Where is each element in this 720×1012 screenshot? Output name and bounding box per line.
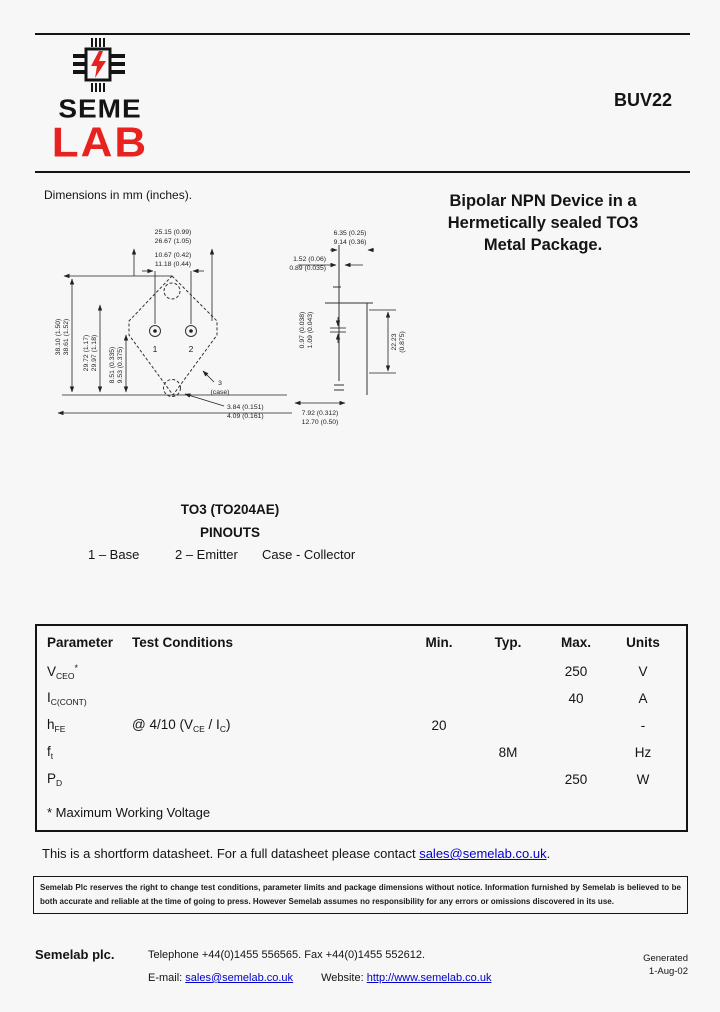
pin2-number: 2 [189, 344, 194, 354]
pinout-emitter: 2 – Emitter [175, 547, 238, 562]
spec-table: Parameter Test Conditions Min. Typ. Max.… [35, 624, 688, 832]
case-callout-number: 3 [218, 380, 222, 387]
side-dim-height-2: (0.875) [399, 331, 406, 353]
shortform-period: . [546, 846, 551, 861]
front-dim-hole-1: 3.84 (0.151) [227, 404, 264, 411]
front-dim-left-mid-2: 29.97 (1.18) [91, 335, 98, 372]
typ-ft: 8M [498, 745, 518, 760]
units-hfe: - [640, 718, 646, 733]
front-dim-top-outer-2: 26.67 (1.05) [155, 238, 192, 245]
footer-website-link[interactable]: http://www.semelab.co.uk [366, 972, 492, 984]
max-vceo: 250 [564, 664, 588, 679]
param-ic: IC(CONT) [47, 690, 87, 707]
table-row-hfe: hFE @ 4/10 (VCE / IC) 20 - [37, 712, 686, 739]
page-title: Bipolar NPN Device in a Hermetically sea… [408, 190, 678, 256]
col-units: Units [626, 634, 660, 650]
table-row-pd: PD 250 W [37, 766, 686, 793]
side-dim-pin-dia-1: 0.97 (0.038) [299, 312, 306, 349]
front-dim-top-inner-2: 11.18 (0.44) [155, 261, 191, 268]
front-dim-top-inner-1: 10.67 (0.42) [155, 252, 192, 259]
front-dim-left-inner-2: 9.53 (0.375) [117, 347, 124, 384]
table-footnote: * Maximum Working Voltage [47, 805, 211, 820]
shortform-note: This is a shortform datasheet. For a ful… [42, 846, 682, 861]
col-conditions: Test Conditions [132, 634, 233, 650]
pinout-base: 1 – Base [88, 547, 140, 562]
header-bottom-rule [35, 171, 690, 173]
max-ic: 40 [568, 691, 584, 706]
semelab-logo: SEME LAB [40, 38, 160, 163]
footer-company-name: Semelab plc. [35, 947, 115, 962]
dimensions-note: Dimensions in mm (inches). [44, 188, 193, 202]
side-dim-top-2: 9.14 (0.36) [334, 239, 367, 246]
cond-hfe: @ 4/10 (VCE / IC) [132, 717, 231, 734]
param-hfe: hFE [47, 717, 66, 734]
case-callout-word: (case) [211, 389, 230, 396]
pinout-assignments: 1 – Base 2 – Emitter Case - Collector [88, 547, 508, 562]
part-number: BUV22 [613, 90, 672, 110]
title-line-2: Hermetically sealed TO3 [447, 214, 639, 232]
spec-table-header: Parameter Test Conditions Min. Typ. Max.… [37, 626, 686, 658]
front-dim-left-outer-2: 38.61 (1.52) [63, 319, 70, 356]
side-dim-bottom-2: 12.70 (0.50) [302, 419, 339, 426]
side-dim-height-1: 22.23 [391, 333, 398, 350]
pinouts-title: PINOUTS [199, 525, 260, 540]
chip-lightning-icon [73, 38, 125, 92]
units-ft: Hz [634, 745, 652, 760]
generated-stamp: Generated 1-Aug-02 [600, 952, 688, 978]
pin1-number: 1 [153, 344, 158, 354]
side-dim-bottom-1: 7.92 (0.312) [302, 410, 339, 417]
pinout-collector: Case - Collector [262, 547, 356, 562]
logo-text-seme: SEME [58, 94, 142, 123]
col-parameter: Parameter [47, 634, 114, 650]
col-max: Max. [560, 634, 591, 650]
front-dim-top-outer-1: 25.15 (0.99) [155, 229, 192, 236]
to3-outline-drawing: 1 2 25.15 (0.99) 26.67 (1.05) 10.67 (0.4… [55, 229, 406, 426]
footer-email-link[interactable]: sales@semelab.co.uk [185, 972, 294, 984]
param-vceo: VCEO* [47, 662, 78, 681]
front-dim-hole-2: 4.09 (0.161) [227, 413, 264, 420]
side-dim-top-1: 6.35 (0.25) [334, 230, 367, 237]
email-label: E-mail: [148, 972, 186, 984]
table-row-vceo: VCEO* 250 V [37, 658, 686, 685]
pin2-dot [189, 329, 193, 333]
pin1-dot [153, 329, 157, 333]
title-line-1: Bipolar NPN Device in a [449, 192, 637, 210]
units-vceo: V [638, 664, 648, 679]
front-dim-left-inner-1: 8.51 (0.335) [109, 347, 116, 384]
website-label: Website: [321, 972, 367, 984]
disclaimer-box: Semelab Plc reserves the right to change… [33, 876, 688, 914]
shortform-text: This is a shortform datasheet. For a ful… [42, 846, 420, 861]
front-dim-left-outer-1: 38.10 (1.50) [55, 319, 62, 356]
generated-date: 1-Aug-02 [648, 966, 688, 977]
table-row-ic: IC(CONT) 40 A [37, 685, 686, 712]
logo-text-lab: LAB [51, 119, 149, 166]
front-dim-left-mid-1: 29.72 (1.17) [83, 335, 90, 372]
min-hfe: 20 [431, 718, 447, 733]
col-min: Min. [425, 634, 453, 650]
generated-label: Generated [643, 953, 688, 964]
package-name: TO3 (TO204AE) [180, 502, 280, 517]
param-ft: ft [47, 744, 54, 761]
side-dim-pin-dia-2: 1.09 (0.043) [307, 312, 314, 349]
col-typ: Typ. [494, 634, 522, 650]
side-dim-upper-left-2: 0.89 (0.035) [289, 265, 326, 272]
header-top-rule [35, 33, 690, 35]
package-drawing: 1 2 25.15 (0.99) 26.67 (1.05) 10.67 (0.4… [42, 225, 422, 437]
max-pd: 250 [564, 772, 588, 787]
side-dim-upper-left-1: 1.52 (0.06) [293, 256, 326, 263]
shortform-email-link[interactable]: sales@semelab.co.uk [419, 846, 547, 861]
units-pd: W [636, 772, 650, 787]
param-pd: PD [47, 771, 63, 788]
footer-links: E-mail: sales@semelab.co.uk Website: http… [148, 972, 491, 984]
table-row-ft: ft 8M Hz [37, 739, 686, 766]
footer-phone-line: Telephone +44(0)1455 556565. Fax +44(0)1… [148, 949, 426, 961]
units-ic: A [638, 691, 648, 706]
title-line-3: Metal Package. [483, 236, 603, 254]
